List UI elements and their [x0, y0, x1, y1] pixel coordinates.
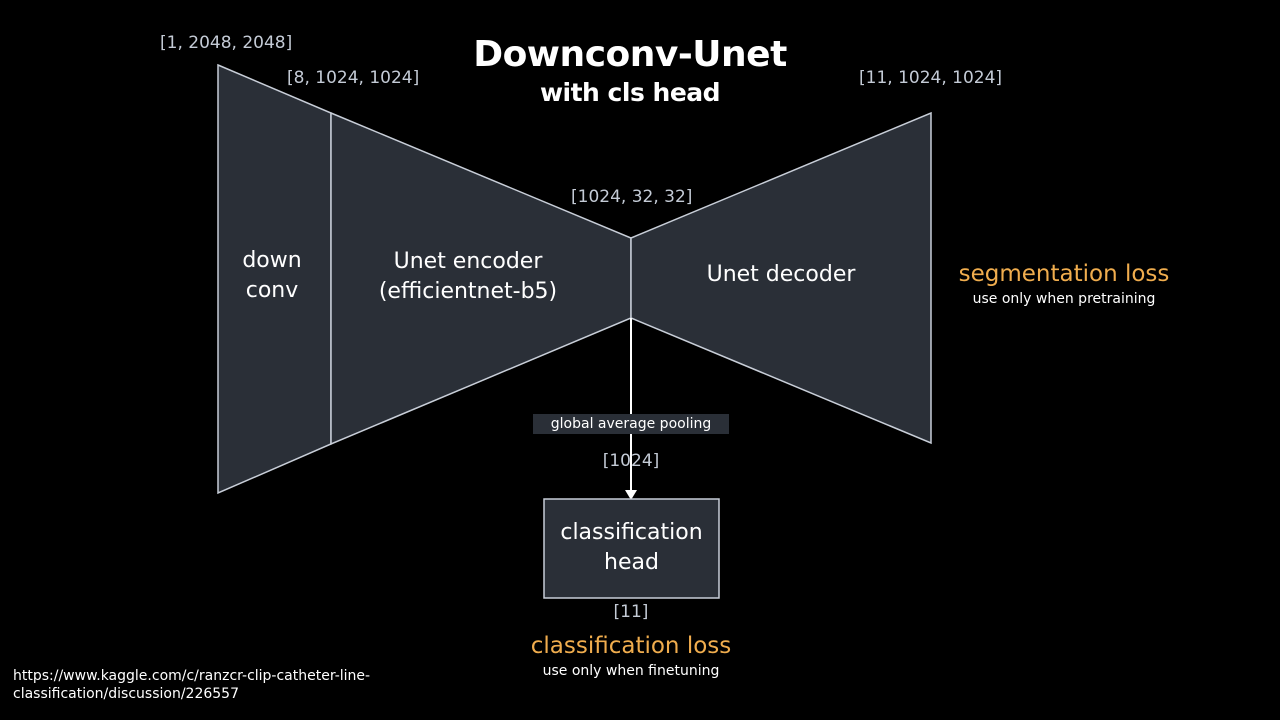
global-average-pooling-label: global average pooling: [533, 414, 729, 434]
pooling-arrow-head: [625, 490, 637, 500]
unet-decoder-block: [630, 111, 932, 445]
down-conv-label: down conv: [242, 248, 302, 303]
dim-input: [1, 2048, 2048]: [160, 33, 293, 53]
classification-loss-note: use only when finetuning: [542, 663, 720, 679]
dim-after-downconv: [8, 1024, 1024]: [287, 68, 420, 88]
diagram-title: Downconv-Unet: [473, 34, 787, 75]
dim-bottleneck: [1024, 32, 32]: [571, 187, 693, 207]
classification-head-box: [543, 498, 720, 599]
unet-encoder-label: Unet encoder (efficientnet-b5): [378, 249, 558, 304]
diagram-subtitle: with cls head: [539, 78, 721, 107]
dim-cls-out: [11]: [613, 602, 649, 622]
segmentation-loss-note: use only when pretraining: [972, 291, 1156, 307]
segmentation-loss-title: segmentation loss: [958, 261, 1170, 287]
classification-head-label: classification head: [560, 520, 703, 575]
dim-pooled: [1024]: [602, 451, 660, 471]
classification-loss-title: classification loss: [530, 633, 732, 659]
source-url: https://www.kaggle.com/c/ranzcr-clip-cat…: [13, 668, 371, 702]
unet-decoder-label: Unet decoder: [706, 262, 856, 287]
dim-output-seg: [11, 1024, 1024]: [859, 68, 1003, 88]
